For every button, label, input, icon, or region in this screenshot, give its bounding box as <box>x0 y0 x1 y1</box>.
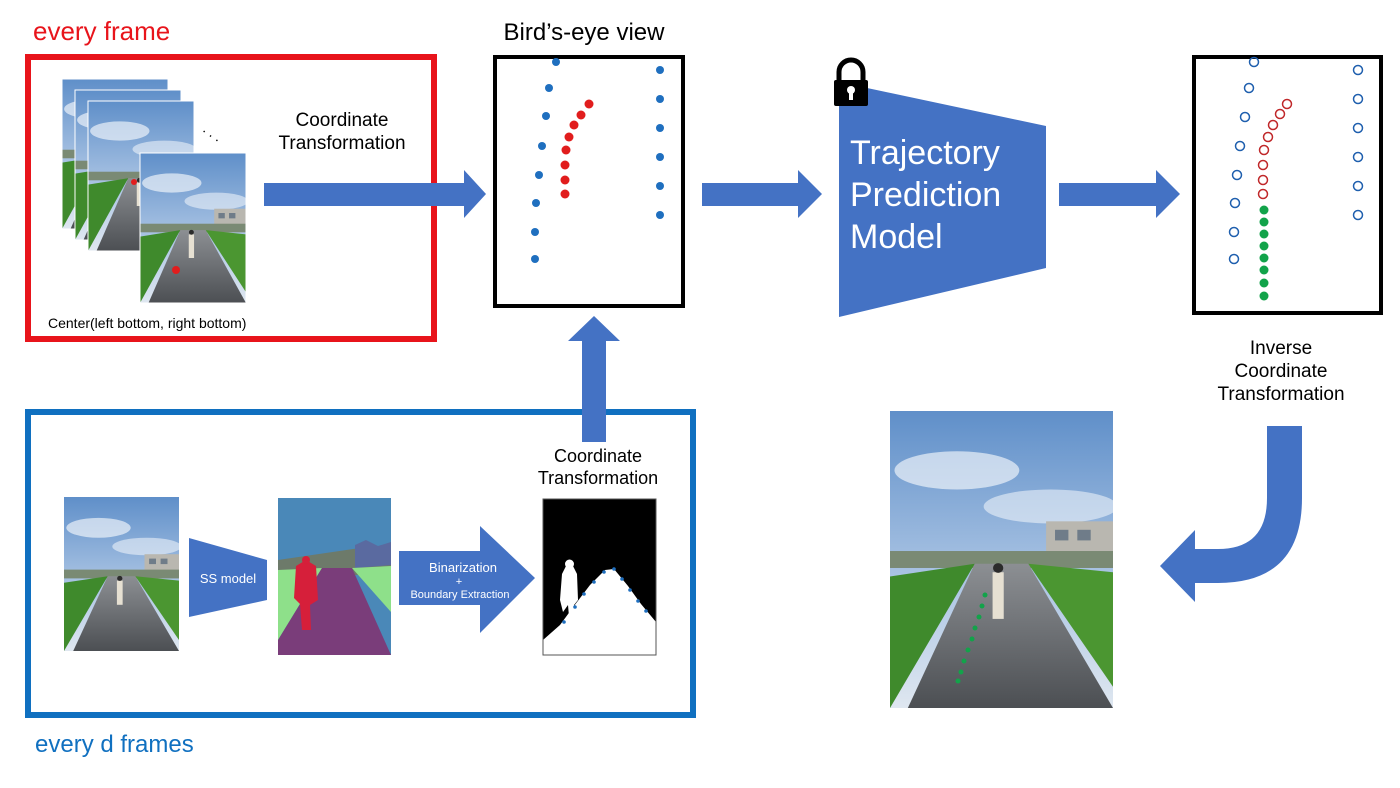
inverse-curved-arrow <box>1160 426 1302 602</box>
segmentation-image <box>278 498 391 655</box>
pedestrian-center-marker-back <box>131 179 137 185</box>
binary-boundary-points <box>562 567 648 624</box>
birds-eye-boundary-points <box>531 58 664 263</box>
arrow-to-model <box>702 170 822 218</box>
output-observed-points <box>1257 98 1293 200</box>
birds-eye-view-title: Bird’s-eye view <box>504 19 666 46</box>
every-frame-label: every frame <box>33 16 170 46</box>
frame-stack <box>61 78 247 304</box>
binarization-arrow <box>399 526 535 633</box>
boundary-extraction-label: Boundary Extraction <box>410 589 509 601</box>
center-caption: Center(left bottom, right bottom) <box>48 315 246 331</box>
arrow-up-to-birds-eye <box>568 316 620 442</box>
plus-label: + <box>456 576 462 588</box>
binarization-label-group: Binarization + Boundary Extraction <box>410 560 509 601</box>
arrow-to-output <box>1059 170 1180 218</box>
ss-model-label: SS model <box>200 571 256 586</box>
inverse-transform-label: Inverse Coordinate Transformation <box>1217 338 1345 405</box>
binarization-label: Binarization <box>429 560 497 575</box>
trajectory-model-block <box>839 82 1046 317</box>
stack-ellipsis: . . . <box>200 120 225 144</box>
coord-transform-top-label: Coordinate Transformation <box>278 110 406 154</box>
birds-eye-pedestrian-points <box>560 99 594 199</box>
result-predicted-points <box>955 592 988 684</box>
arrow-to-birds-eye <box>264 170 486 218</box>
birds-eye-view-box <box>493 55 685 308</box>
coord-transform-bottom-label: Coordinate Transformation <box>520 446 676 490</box>
ss-input-image <box>64 497 181 651</box>
every-d-frames-label: every d frames <box>35 731 194 758</box>
frame-image-front <box>139 152 247 304</box>
binary-image <box>542 498 657 656</box>
pedestrian-center-marker <box>172 266 180 274</box>
result-image <box>890 411 1117 708</box>
trajectory-model-label: Trajectory Prediction Model <box>850 134 1002 256</box>
lock-icon <box>834 57 868 106</box>
output-predicted-points <box>1259 205 1269 301</box>
every-d-frames-box <box>25 409 696 718</box>
ss-model-block <box>189 538 267 617</box>
output-boundary-points <box>1228 56 1364 265</box>
